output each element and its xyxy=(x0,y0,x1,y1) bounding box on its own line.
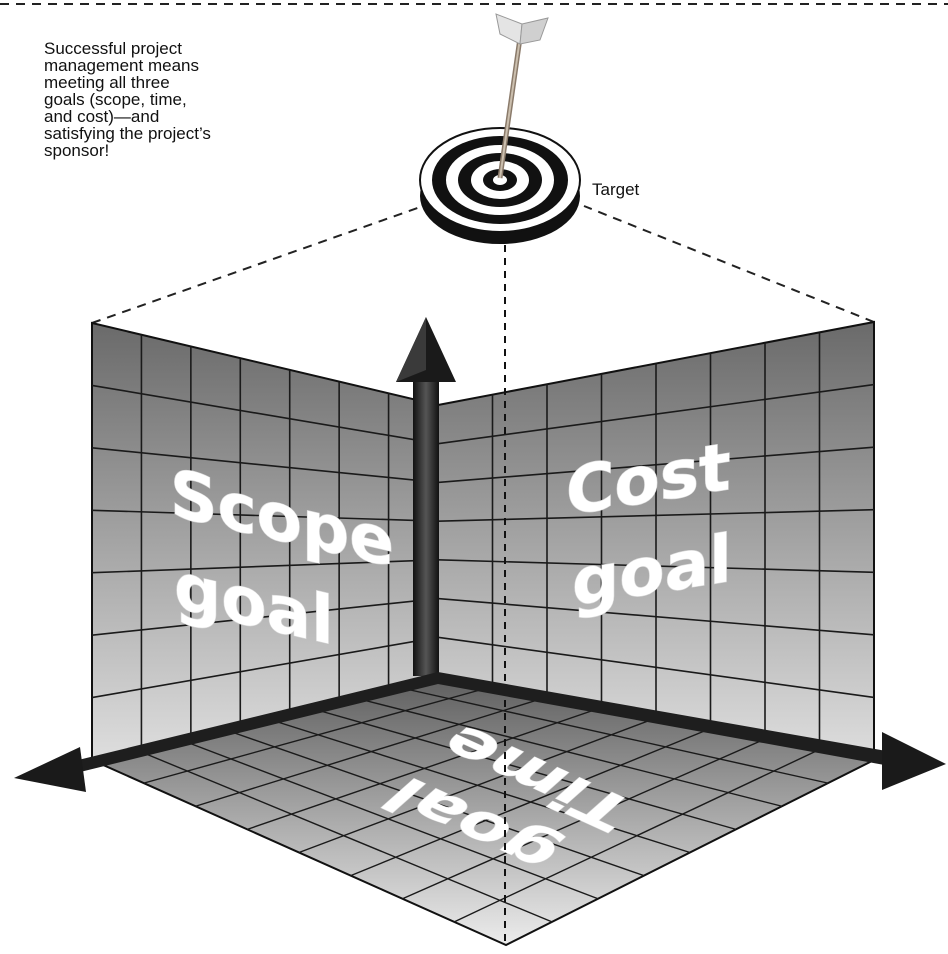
time-floor-grid-line xyxy=(394,685,829,784)
cost-wall-grid-line xyxy=(437,446,875,484)
left-axis-arrow xyxy=(14,672,438,792)
cost-wall-grid-line xyxy=(437,559,875,574)
cost-wall-grid-line xyxy=(437,383,875,445)
scope-wall-grid-line xyxy=(91,636,439,699)
dart-arrow-icon xyxy=(495,13,549,179)
dashed-line-right xyxy=(583,205,875,323)
cost-wall-grid-line xyxy=(437,636,875,699)
dashed-line-left xyxy=(91,204,427,324)
cost-wall-grid-line xyxy=(437,597,875,636)
caption-text: Successful project management means meet… xyxy=(44,39,211,160)
scope-wall-grid-line xyxy=(91,447,439,484)
scope-wall xyxy=(91,321,439,762)
scope-wall-grid-line xyxy=(91,559,439,574)
target-icon xyxy=(419,127,581,244)
cost-wall xyxy=(437,320,875,762)
cost-wall-grid-line xyxy=(437,508,875,522)
time-floor-grid-line xyxy=(134,748,553,923)
time-floor-grid-line xyxy=(264,717,691,854)
right-axis-arrow xyxy=(438,672,946,790)
time-floor-grid-line xyxy=(178,738,599,900)
time-floor xyxy=(88,674,878,947)
target-label: Target xyxy=(592,180,640,199)
scope-wall-grid-line xyxy=(91,597,439,636)
time-floor-grid-line xyxy=(308,706,737,831)
vertical-axis-arrow xyxy=(396,317,456,676)
time-floor-grid-line xyxy=(351,696,783,807)
scope-wall-grid-line xyxy=(91,509,439,522)
time-floor-grid-line xyxy=(221,727,645,877)
scope-wall-grid-line xyxy=(91,384,439,445)
